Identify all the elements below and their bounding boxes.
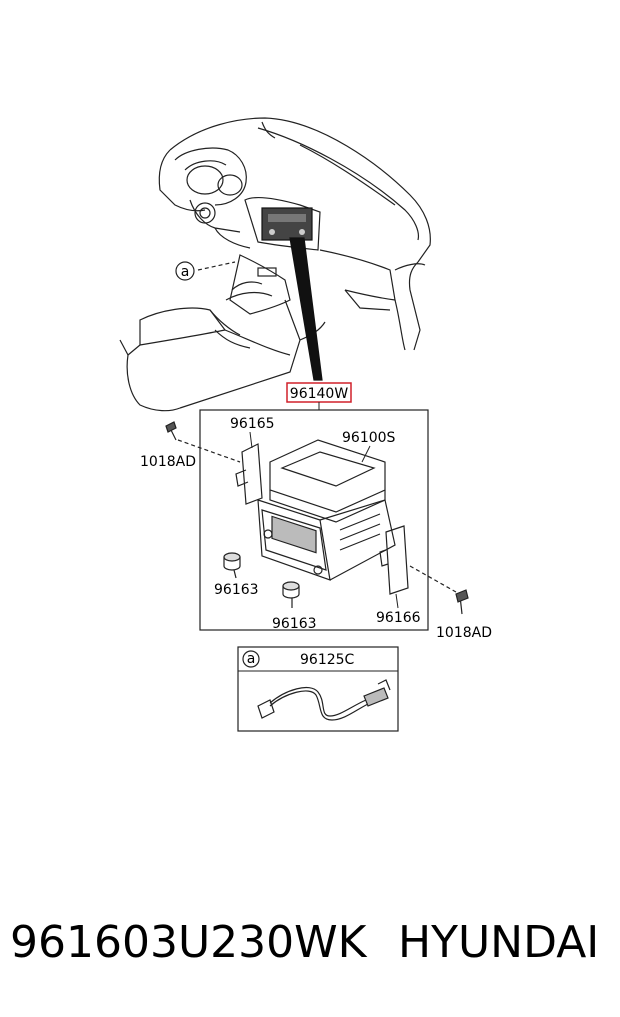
footer: 961603U230WK HYUNDAI	[0, 905, 620, 985]
cable-label: 96125C	[300, 652, 355, 668]
head-unit	[257, 439, 396, 581]
brand-name: HYUNDAI	[398, 917, 600, 968]
knob-left	[223, 552, 241, 579]
ref-marker-label: a	[181, 264, 190, 280]
assembly-callout-label[interactable]: 96140W	[290, 386, 349, 402]
cable-frame	[237, 646, 399, 732]
bracket-right-label: 96166	[376, 610, 421, 626]
ref-marker-circle	[175, 261, 195, 281]
knob-left-label: 96163	[214, 582, 259, 598]
screw-right-label: 1018AD	[436, 625, 492, 641]
bracket-right	[379, 525, 409, 595]
knob-right	[282, 581, 300, 608]
parts-diagram: a 96140W 1018AD 96165 96100S 96166	[119, 117, 492, 732]
screw-left-label: 1018AD	[140, 454, 196, 470]
knob-right-label: 96163	[272, 616, 317, 632]
screw-right	[409, 565, 469, 615]
head-unit-label: 96100S	[342, 430, 396, 446]
ref-marker-box-circle	[242, 650, 260, 668]
cable	[257, 679, 391, 721]
dashboard-illustration	[119, 117, 431, 412]
screw-left	[165, 421, 241, 463]
assembly-frame	[199, 409, 429, 631]
ref-marker-box-label: a	[247, 651, 256, 667]
bracket-left-label: 96165	[230, 416, 275, 432]
part-number: 961603U230WK	[10, 917, 367, 968]
bracket-left	[235, 443, 263, 505]
